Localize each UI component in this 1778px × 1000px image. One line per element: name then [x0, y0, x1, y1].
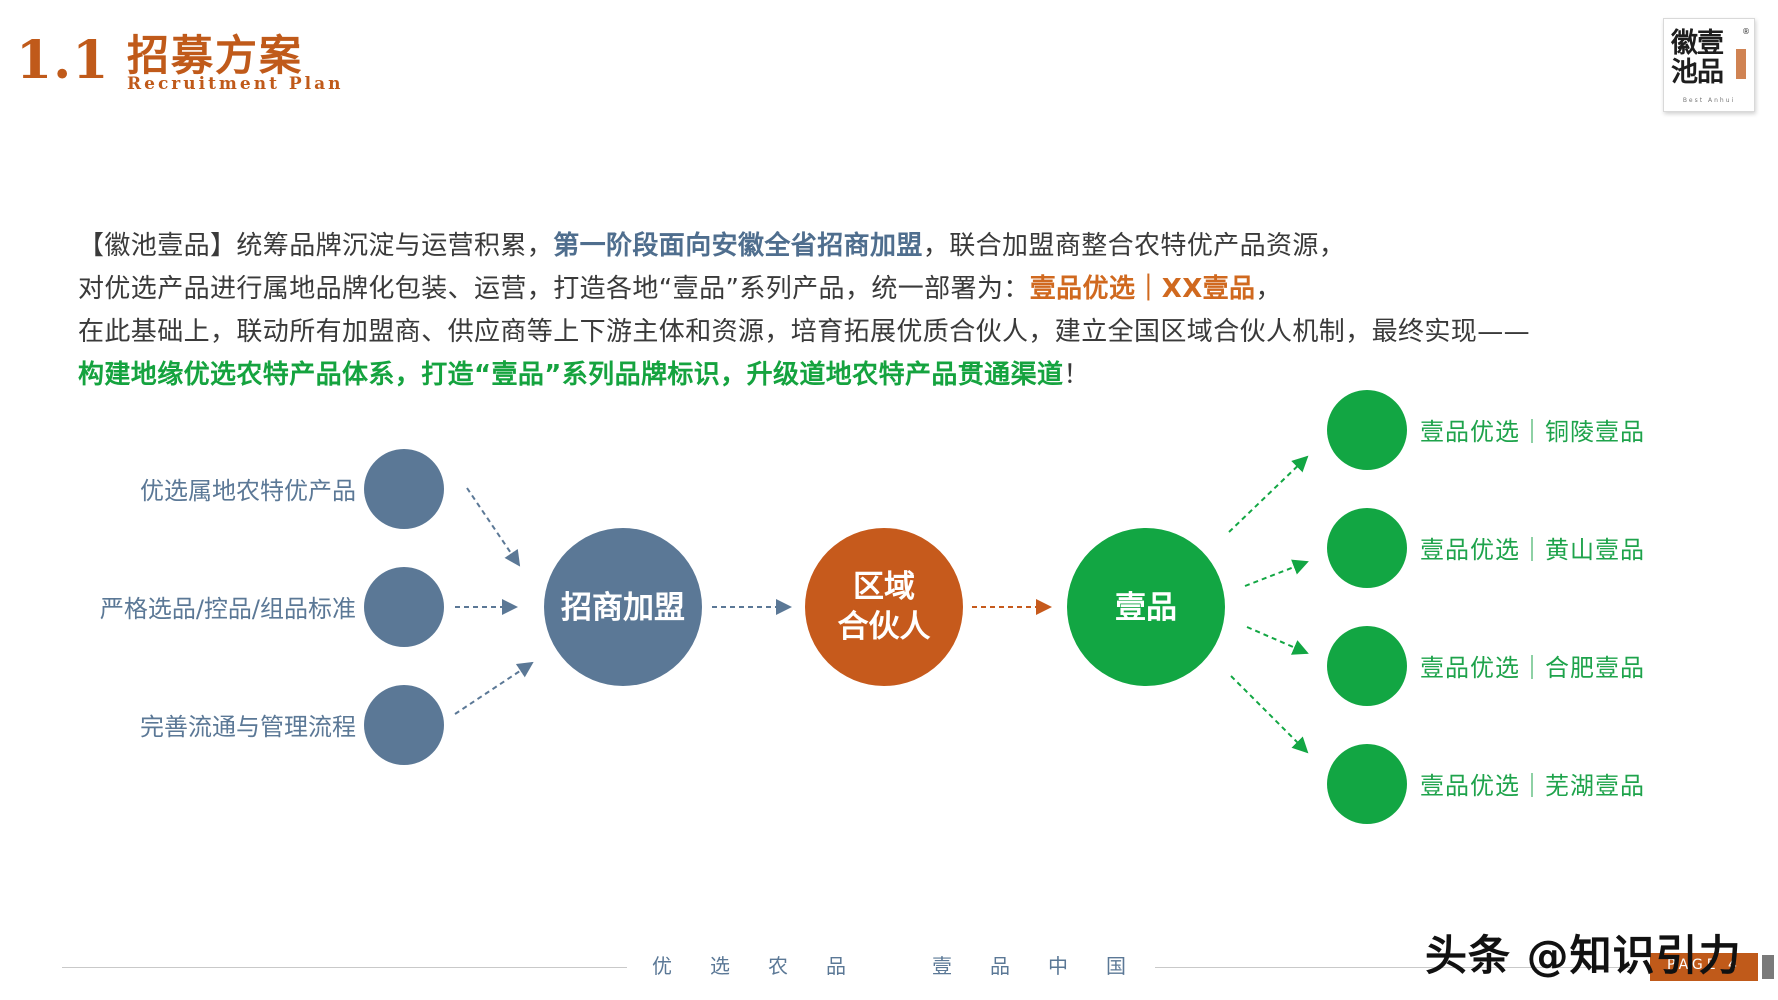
logo-characters: 徽壹池品	[1671, 28, 1724, 88]
paragraph-line-2: 对优选产品进行属地品牌化包装、运营，打造各地“壹品”系列产品，统一部署为：壹品优…	[78, 268, 1738, 311]
arrow-input-1	[466, 487, 521, 567]
arrow-output-1	[1228, 455, 1309, 533]
highlight-goal: 构建地缘优选农特产品体系，打造“壹品”系列品牌标识，升级道地农特产品贯通渠道	[78, 360, 1064, 390]
paragraph-text: 对优选产品进行属地品牌化包装、运营，打造各地“壹品”系列产品，统一部署为：	[78, 274, 1030, 304]
footer-slogan-right: 壹品中国	[932, 954, 1164, 978]
input-label-3: 完善流通与管理流程	[140, 713, 356, 741]
output-node-3	[1327, 626, 1407, 706]
footer-divider-left	[62, 967, 627, 968]
input-node-3	[364, 685, 444, 765]
arrow-output-3	[1246, 626, 1309, 655]
output-label-1: 壹品优选｜铜陵壹品	[1420, 418, 1645, 446]
paragraph-line-1: 【徽池壹品】统筹品牌沉淀与运营积累，第一阶段面向安徽全省招商加盟，联合加盟商整合…	[78, 225, 1738, 268]
arrow-output-2	[1244, 559, 1309, 587]
partner-node	[805, 528, 963, 686]
logo-english: Best Anhui	[1682, 97, 1736, 104]
output-label-2: 壹品优选｜黄山壹品	[1420, 536, 1645, 564]
paragraph-text: ，	[1255, 274, 1282, 304]
partner-node-label-line-2: 合伙人	[838, 609, 931, 645]
section-subtitle: Recruitment Plan	[127, 74, 344, 94]
logo-seal-icon	[1736, 49, 1746, 79]
input-node-1	[364, 449, 444, 529]
paragraph-text: 【徽池壹品】统筹品牌沉淀与运营积累，	[78, 231, 554, 261]
paragraph-text: 在此基础上，联动所有加盟商、供应商等上下游主体和资源，培育拓展优质合伙人，建立全…	[78, 317, 1531, 347]
brand-node-label: 壹品	[1115, 590, 1177, 626]
main-node-label: 招商加盟	[561, 590, 685, 626]
main-node-recruit	[544, 528, 702, 686]
intro-paragraph: 【徽池壹品】统筹品牌沉淀与运营积累，第一阶段面向安徽全省招商加盟，联合加盟商整合…	[78, 225, 1738, 397]
page-tab-marker	[1762, 955, 1774, 979]
section-title: 招募方案	[127, 31, 304, 80]
output-label-3: 壹品优选｜合肥壹品	[1420, 654, 1645, 682]
footer-slogan-left: 优选农品	[652, 954, 884, 978]
paragraph-line-3: 在此基础上，联动所有加盟商、供应商等上下游主体和资源，培育拓展优质合伙人，建立全…	[78, 311, 1738, 354]
arrow-input-3	[454, 661, 534, 715]
page-number-badge: PAGE 4	[1650, 953, 1758, 981]
highlight-recruit-phase: 第一阶段面向安徽全省招商加盟	[553, 231, 923, 261]
page-number: PAGE 4	[1667, 957, 1741, 973]
brand-node	[1067, 528, 1225, 686]
paragraph-text: ！	[1063, 360, 1090, 390]
output-node-1	[1327, 390, 1407, 470]
arrow-output-4	[1230, 675, 1309, 754]
input-label-1: 优选属地农特优产品	[140, 477, 356, 505]
paragraph-text: ，联合加盟商整合农特优产品资源，	[922, 231, 1346, 261]
partner-node-label-line-1: 区域	[853, 569, 915, 605]
output-node-2	[1327, 508, 1407, 588]
input-node-2	[364, 567, 444, 647]
watermark: 头条 @知识引力	[1425, 931, 1742, 980]
paragraph-line-4: 构建地缘优选农特产品体系，打造“壹品”系列品牌标识，升级道地农特产品贯通渠道！	[78, 354, 1738, 397]
highlight-brand-format: 壹品优选｜XX壹品	[1029, 274, 1256, 304]
footer-divider-right	[1155, 967, 1635, 968]
logo-registered-mark: ®	[1742, 27, 1750, 36]
section-number: 1.1	[16, 30, 110, 91]
output-label-4: 壹品优选｜芜湖壹品	[1420, 772, 1645, 800]
output-node-4	[1327, 744, 1407, 824]
brand-logo: 徽壹池品 ® Best Anhui	[1663, 18, 1755, 112]
input-label-2: 严格选品/控品/组品标准	[99, 595, 356, 623]
